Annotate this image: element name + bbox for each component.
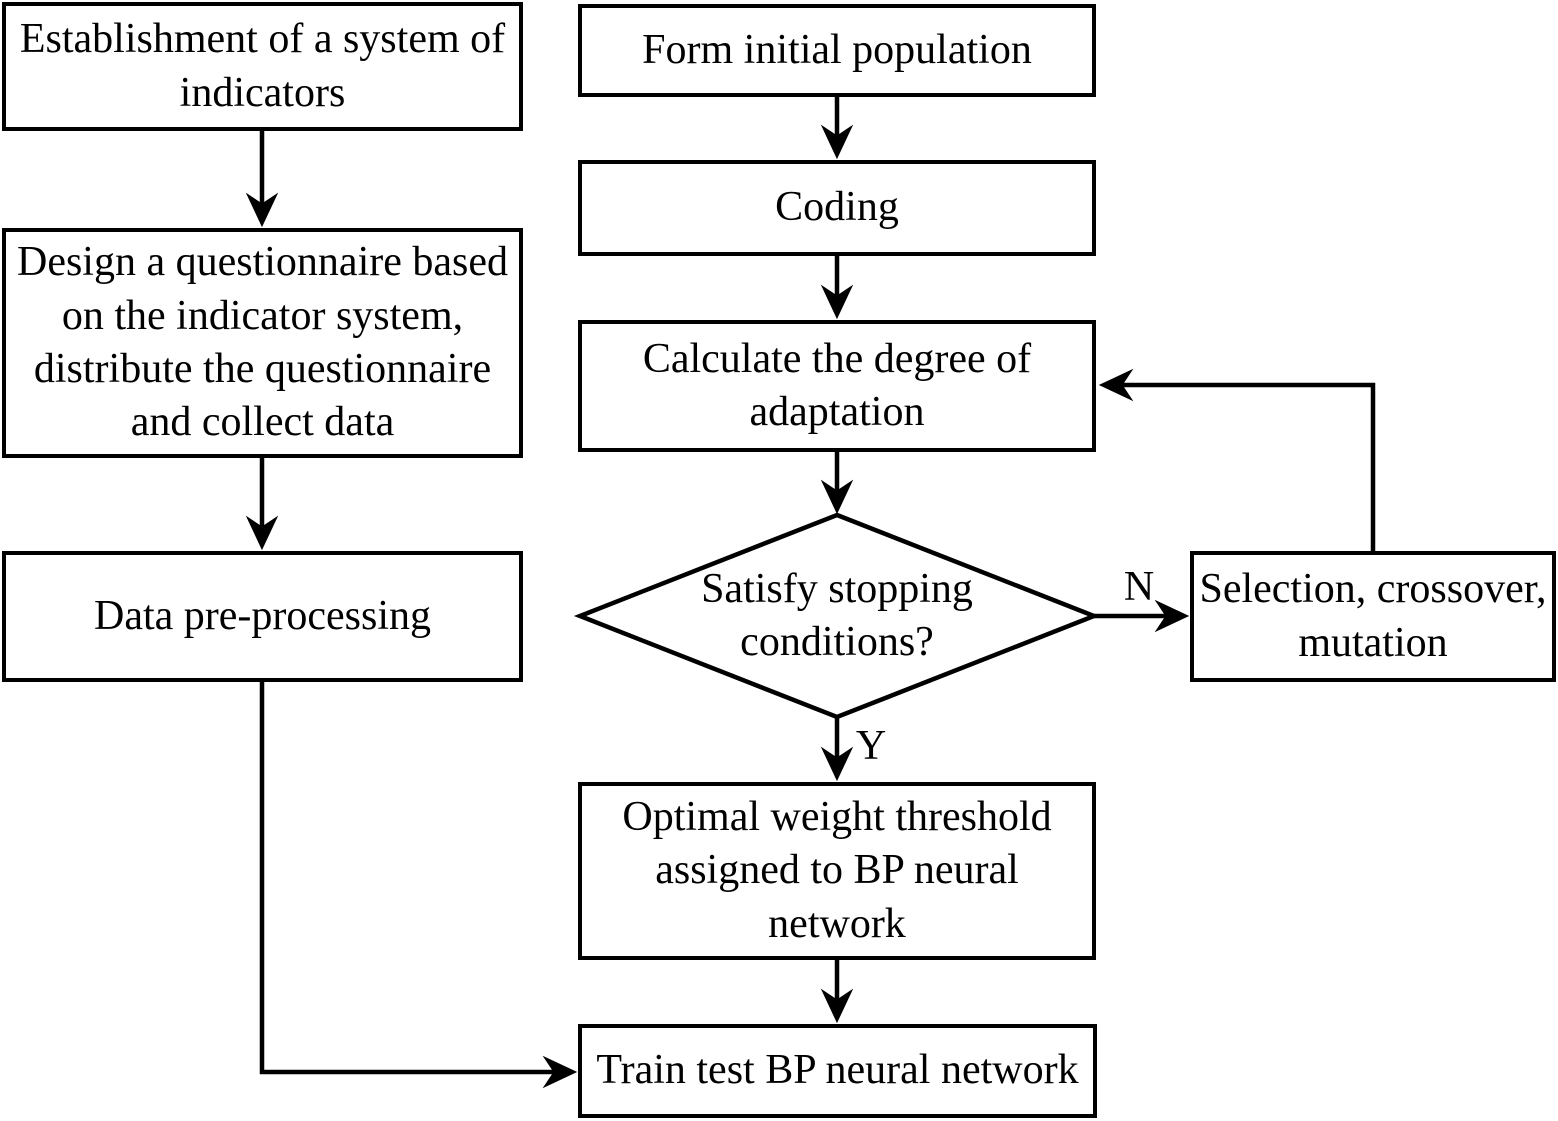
- right-arrowhead-icon: [542, 1055, 578, 1089]
- node-design-questionnaire: Design a questionnaire based on the indi…: [2, 228, 523, 458]
- connector-design-to-preprocessing: [245, 458, 279, 551]
- node-selection-crossover-mutation-label: Selection, crossover, mutation: [1199, 566, 1547, 666]
- node-optimal-weight-threshold-label: Optimal weight threshold assigned to BP …: [622, 794, 1052, 947]
- down-arrowhead-icon: [820, 746, 854, 782]
- node-data-preprocessing: Data pre-processing: [2, 551, 523, 682]
- connector-decision-no-to-selection: [1094, 599, 1190, 633]
- connector-decision-yes-to-optimal: [820, 717, 854, 782]
- connector-population-to-coding: [820, 97, 854, 160]
- node-coding-label: Coding: [775, 184, 899, 231]
- node-satisfy-stopping-conditions: Satisfy stopping conditions?: [617, 540, 1057, 692]
- connector-coding-to-adaptation: [820, 256, 854, 320]
- connector-establish-to-design: [245, 131, 279, 228]
- node-train-test-bp: Train test BP neural network: [578, 1024, 1097, 1118]
- node-satisfy-stopping-conditions-label: Satisfy stopping conditions?: [701, 565, 973, 665]
- node-data-preprocessing-label: Data pre-processing: [93, 592, 432, 639]
- down-arrowhead-icon: [820, 284, 854, 320]
- node-establish-indicators-label: Establishment of a system of indicators: [19, 16, 506, 116]
- node-calculate-adaptation-label: Calculate the degree of adaptation: [642, 335, 1032, 435]
- decision-diamond-shape: [573, 512, 1101, 720]
- node-train-test-bp-label: Train test BP neural network: [596, 1047, 1079, 1094]
- node-design-questionnaire-label: Design a questionnaire based on the indi…: [16, 239, 509, 446]
- down-arrowhead-icon: [245, 192, 279, 228]
- node-establish-indicators: Establishment of a system of indicators: [2, 2, 523, 131]
- decision-branch-label-yes: Y: [855, 723, 887, 769]
- node-selection-crossover-mutation: Selection, crossover, mutation: [1190, 551, 1556, 682]
- connector-preprocessing-to-train: [259, 682, 578, 1089]
- connector-selection-to-adaptation-feedback: [1098, 368, 1376, 551]
- right-arrowhead-icon: [1154, 599, 1190, 633]
- node-optimal-weight-threshold: Optimal weight threshold assigned to BP …: [578, 782, 1096, 960]
- down-arrowhead-icon: [820, 988, 854, 1024]
- node-coding: Coding: [578, 160, 1096, 256]
- decision-branch-label-no: N: [1123, 564, 1155, 610]
- node-form-initial-population: Form initial population: [578, 4, 1096, 97]
- node-form-initial-population-label: Form initial population: [642, 26, 1032, 73]
- down-arrowhead-icon: [820, 479, 854, 515]
- connector-adaptation-to-decision: [820, 452, 854, 515]
- connector-optimal-to-train: [820, 960, 854, 1024]
- down-arrowhead-icon: [820, 124, 854, 160]
- down-arrowhead-icon: [245, 515, 279, 551]
- node-calculate-adaptation: Calculate the degree of adaptation: [578, 320, 1096, 452]
- left-arrowhead-icon: [1098, 368, 1134, 402]
